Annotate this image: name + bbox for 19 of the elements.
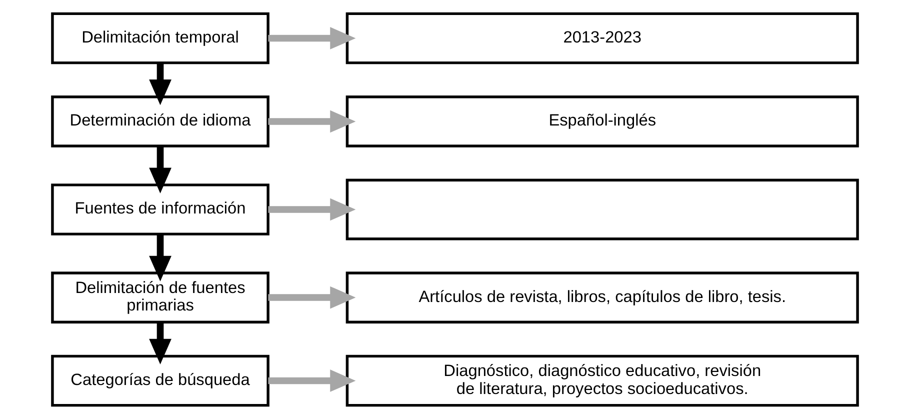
node-box: Delimitación temporal	[51, 12, 270, 64]
arrow	[268, 198, 356, 221]
node-box: Determinación de idioma	[51, 96, 270, 148]
arrow	[149, 322, 172, 364]
node-box: Categorías de búsqueda	[51, 354, 270, 407]
arrow	[268, 370, 356, 392]
node-box: 2013-2023	[346, 12, 859, 64]
arrow	[268, 286, 356, 309]
arrow	[149, 234, 172, 282]
node-box: Diagnóstico, diagnóstico educativo, revisión de literatura, proyectos socioeducativos.	[346, 354, 859, 407]
node-box: Fuentes de información	[51, 184, 270, 236]
node-box: Delimitación de fuentes primarias	[51, 272, 270, 324]
node-box: Artículos de revista, libros, capítulos de libro, tesis.	[346, 272, 859, 324]
arrow	[268, 27, 356, 50]
node-box	[346, 178, 859, 240]
arrow	[268, 110, 356, 133]
arrow	[149, 62, 172, 106]
node-box: Español-inglés	[346, 96, 859, 148]
arrow	[149, 146, 172, 194]
